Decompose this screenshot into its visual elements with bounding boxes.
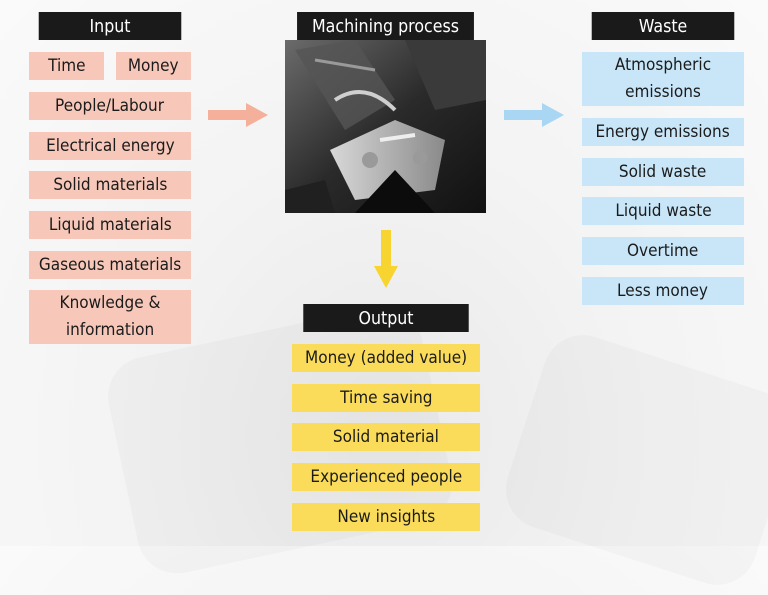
input-item-knowledge-information: Knowledge & information: [29, 290, 191, 344]
machining-image: [285, 40, 486, 213]
arrow-process-to-output: [374, 230, 398, 288]
waste-item-solid-waste: Solid waste: [582, 158, 744, 186]
output-header: Output: [303, 304, 469, 332]
arrow-input-to-process: [208, 103, 268, 127]
input-item-electrical-energy: Electrical energy: [29, 132, 191, 160]
waste-item-liquid-waste: Liquid waste: [582, 197, 744, 225]
waste-item-energy-emissions: Energy emissions: [582, 118, 744, 146]
process-header: Machining process: [297, 12, 474, 40]
output-item-time-saving: Time saving: [292, 384, 480, 412]
input-item-money: Money: [116, 52, 191, 80]
input-item-liquid-materials: Liquid materials: [29, 211, 191, 239]
waste-item-overtime: Overtime: [582, 237, 744, 265]
input-item-solid-materials: Solid materials: [29, 171, 191, 199]
waste-item-atmospheric-emissions: Atmospheric emissions: [582, 52, 744, 106]
arrow-process-to-waste: [504, 103, 564, 127]
input-item-gaseous-materials: Gaseous materials: [29, 251, 191, 279]
output-item-experienced-people: Experienced people: [292, 463, 480, 491]
waste-header: Waste: [591, 12, 735, 40]
waste-item-less-money: Less money: [582, 277, 744, 305]
output-item-money-added-value: Money (added value): [292, 344, 480, 372]
output-item-solid-material: Solid material: [292, 423, 480, 451]
input-header: Input: [38, 12, 182, 40]
machining-photo: [285, 40, 486, 213]
input-item-time: Time: [29, 52, 104, 80]
input-item-people-labour: People/Labour: [29, 92, 191, 120]
output-item-new-insights: New insights: [292, 503, 480, 531]
background-shape: [495, 325, 768, 595]
